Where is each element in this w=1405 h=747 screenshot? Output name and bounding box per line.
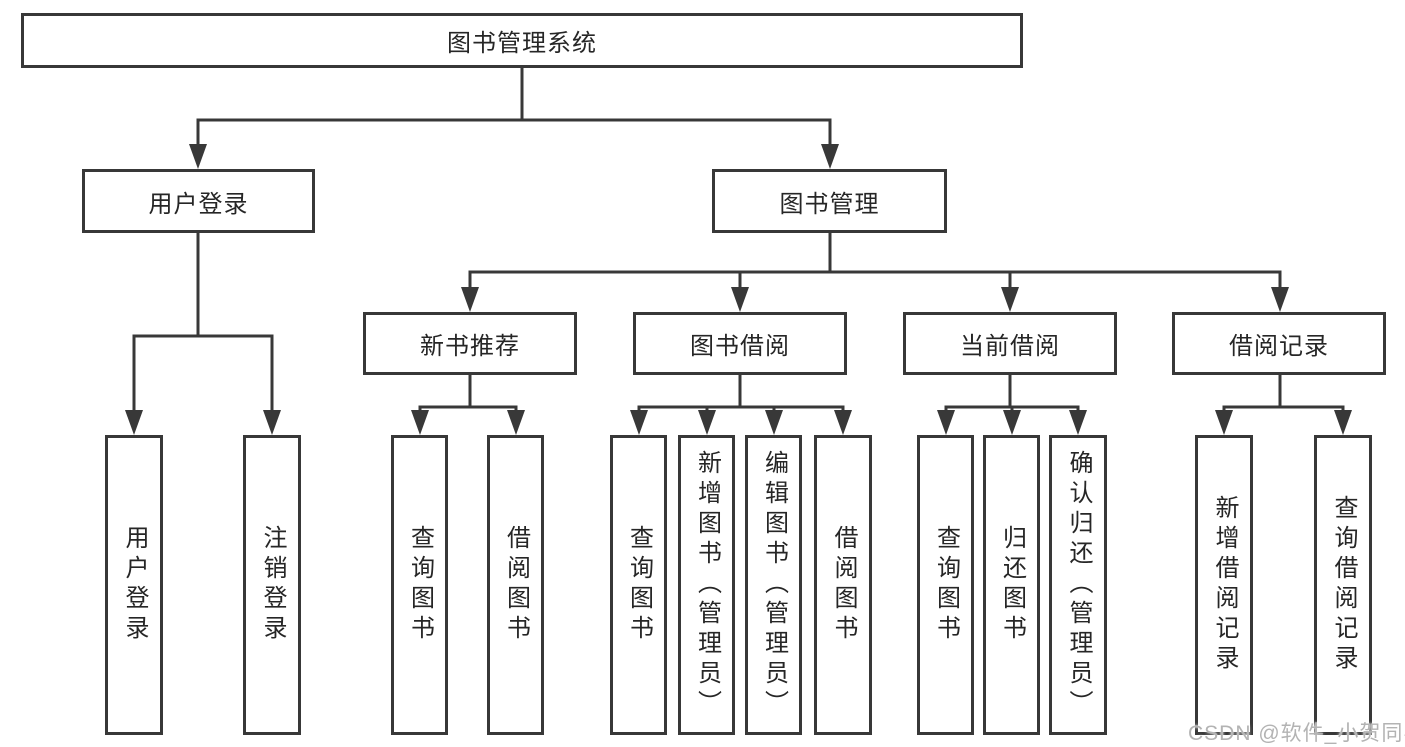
- node-label: 用户登录: [148, 190, 249, 218]
- leaf-query-borrow-record: 查询借阅记录: [1314, 435, 1372, 735]
- node-label: 查询图书: [406, 525, 434, 645]
- node-library-management-system: 图书管理系统: [21, 13, 1023, 68]
- node-book-borrowing: 图书借阅: [633, 312, 847, 375]
- node-borrowing-records: 借阅记录: [1172, 312, 1386, 375]
- watermark: CSDN @软件_小贺同学: [1188, 722, 1405, 745]
- leaf-query-books-borrowing: 查询图书: [610, 435, 667, 735]
- node-label: 新增图书（管理员）: [693, 450, 721, 720]
- leaf-add-book-admin: 新增图书（管理员）: [678, 435, 735, 735]
- leaf-logout: 注销登录: [243, 435, 301, 735]
- node-current-borrowing: 当前借阅: [903, 312, 1117, 375]
- node-label: 新书推荐: [420, 333, 520, 360]
- node-label: 新增借阅记录: [1211, 495, 1238, 675]
- node-label: 借阅图书: [502, 525, 530, 645]
- node-label: 注销登录: [259, 525, 286, 645]
- node-user-login: 用户登录: [82, 169, 315, 233]
- leaf-return-book: 归还图书: [983, 435, 1040, 735]
- node-label: 确认归还（管理员）: [1065, 450, 1092, 720]
- leaf-borrow-books-recommend: 借阅图书: [487, 435, 544, 735]
- leaf-user-login: 用户登录: [105, 435, 163, 735]
- node-label: 借阅记录: [1229, 333, 1329, 360]
- leaf-borrow-books-borrowing: 借阅图书: [814, 435, 872, 735]
- leaf-query-books-current: 查询图书: [917, 435, 974, 735]
- node-label: 查询借阅记录: [1330, 495, 1357, 675]
- leaf-edit-book-admin: 编辑图书（管理员）: [745, 435, 802, 735]
- node-label: 当前借阅: [960, 333, 1060, 360]
- node-label: 图书管理系统: [447, 30, 597, 57]
- node-label: 借阅图书: [830, 525, 857, 645]
- node-label: 用户登录: [121, 525, 148, 645]
- node-label: 图书管理: [779, 190, 880, 218]
- node-new-book-recommendation: 新书推荐: [363, 312, 577, 375]
- leaf-add-borrow-record: 新增借阅记录: [1195, 435, 1253, 735]
- node-label: 编辑图书（管理员）: [760, 450, 788, 720]
- node-label: 归还图书: [998, 525, 1026, 645]
- leaf-confirm-return-admin: 确认归还（管理员）: [1049, 435, 1107, 735]
- node-label: 查询图书: [932, 525, 960, 645]
- leaf-query-books-recommend: 查询图书: [391, 435, 448, 735]
- node-book-management: 图书管理: [712, 169, 947, 233]
- node-label: 图书借阅: [690, 333, 790, 360]
- node-label: 查询图书: [625, 525, 653, 645]
